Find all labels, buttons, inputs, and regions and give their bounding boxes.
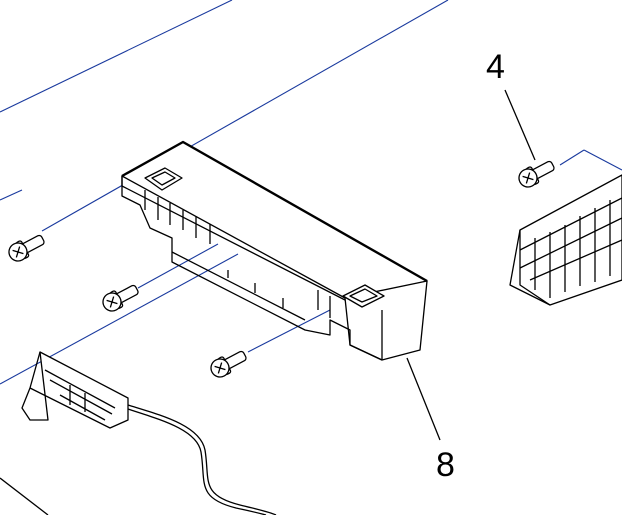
screw-icon [518,160,555,188]
screw-icon [210,350,247,378]
part-4-frame [509,174,622,306]
screw-icon [102,284,139,312]
leader-line-8 [406,357,441,441]
leader-line-4 [504,89,536,161]
screw-icon [8,234,45,262]
switch-assembly [0,351,277,515]
part-8-box [121,140,428,361]
callout-part-4: 4 [486,48,505,86]
screws [8,160,555,378]
box-ribs [144,190,331,318]
assembly-lines [0,0,622,385]
connector-socket [144,167,385,308]
callout-part-8: 8 [436,446,455,484]
